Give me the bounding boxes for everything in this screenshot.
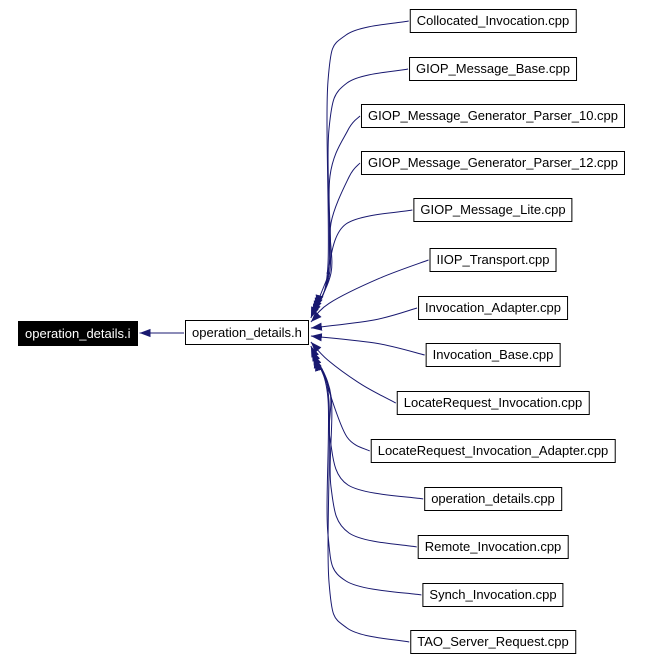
graph-node-includer[interactable]: IIOP_Transport.cpp: [429, 248, 557, 272]
dependency-edge: [313, 356, 422, 596]
graph-node-operation-details-h[interactable]: operation_details.h: [185, 320, 309, 345]
graph-node-includer[interactable]: Collocated_Invocation.cpp: [409, 9, 577, 33]
dependency-edge: [310, 259, 429, 323]
graph-node-includer[interactable]: GIOP_Message_Lite.cpp: [413, 198, 573, 222]
dependency-edge: [311, 162, 361, 316]
graph-node-operation-details-i: operation_details.i: [18, 321, 138, 346]
dependency-edge: [314, 68, 409, 310]
graph-node-includer[interactable]: Invocation_Base.cpp: [425, 343, 561, 367]
graph-node-includer[interactable]: Remote_Invocation.cpp: [417, 535, 569, 559]
graph-node-includer[interactable]: Invocation_Adapter.cpp: [418, 296, 568, 320]
dependency-edge: [310, 333, 425, 356]
graph-node-includer[interactable]: GIOP_Message_Base.cpp: [409, 57, 577, 81]
dependency-edge: [310, 209, 413, 319]
graph-node-includer[interactable]: LocateRequest_Invocation_Adapter.cpp: [370, 439, 616, 463]
graph-node-includer[interactable]: TAO_Server_Request.cpp: [410, 630, 576, 654]
dependency-edge: [310, 307, 418, 331]
dependency-edge: [313, 115, 361, 313]
dependency-edge: [312, 353, 417, 548]
graph-node-includer[interactable]: operation_details.cpp: [424, 487, 562, 511]
graph-node-includer[interactable]: GIOP_Message_Generator_Parser_10.cpp: [360, 104, 626, 128]
graph-node-includer[interactable]: Synch_Invocation.cpp: [422, 583, 564, 607]
dependency-edge: [315, 359, 410, 643]
graph-node-includer[interactable]: GIOP_Message_Generator_Parser_12.cpp: [360, 151, 626, 175]
dependency-edge: [310, 345, 370, 452]
graph-node-includer[interactable]: LocateRequest_Invocation.cpp: [396, 391, 590, 415]
